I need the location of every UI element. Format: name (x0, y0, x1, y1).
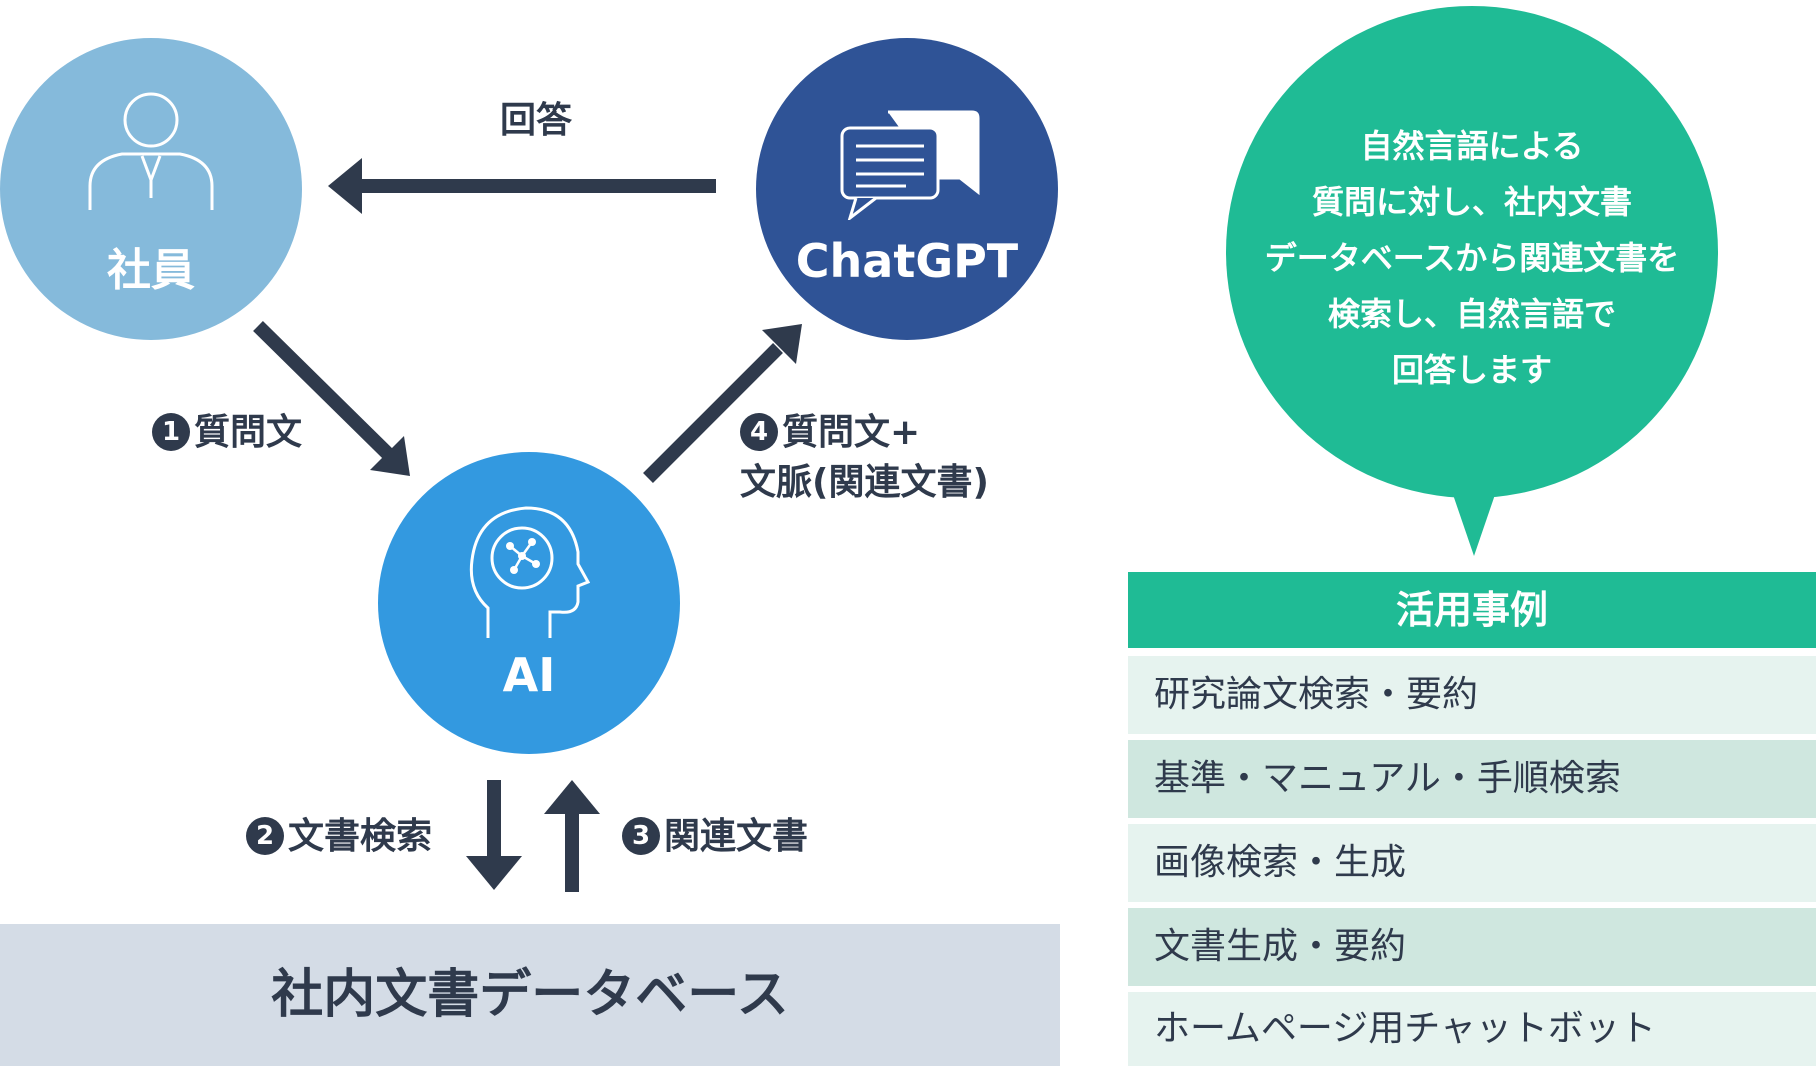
employee-label: 社員 (107, 245, 195, 296)
step2-text: 文書検索 (288, 816, 433, 857)
use-case-item: 画像検索・生成 (1128, 824, 1816, 902)
speech-bubble (1226, 6, 1718, 556)
step3-arrow (544, 780, 600, 892)
step2-arrow (466, 780, 522, 890)
bubble-line: 自然言語による (1360, 127, 1584, 165)
use-case-item: 基準・マニュアル・手順検索 (1128, 740, 1816, 818)
step3-number: 3 (622, 817, 660, 855)
ai-label: AI (502, 648, 556, 702)
answer-label: 回答 (500, 100, 573, 141)
person-icon (88, 92, 214, 210)
bubble-line: 検索し、自然言語で (1327, 295, 1616, 333)
ai-node: AI (378, 452, 680, 754)
bubble-line: 回答します (1391, 351, 1552, 389)
chat-bubbles-icon (840, 110, 980, 220)
step1-arrow (253, 321, 410, 476)
use-case-item: 文書生成・要約 (1128, 908, 1816, 986)
step1-text: 質問文 (194, 412, 303, 453)
step4-text-line1: 質問文+ (782, 412, 921, 453)
bubble-line: 質問に対し、社内文書 (1311, 183, 1632, 221)
bubble-text: 自然言語による 質問に対し、社内文書 データベースから関連文書を 検索し、自然言… (1222, 118, 1722, 398)
brain-head-icon (469, 506, 590, 638)
document-database: 社内文書データベース (0, 924, 1060, 1066)
step4-text-line2: 文脈(関連文書) (740, 462, 989, 504)
answer-arrow (328, 158, 716, 214)
use-case-item: 研究論文検索・要約 (1128, 656, 1816, 734)
use-cases-title: 活用事例 (1128, 572, 1816, 648)
chatgpt-label: ChatGPT (795, 234, 1019, 288)
step3-text: 関連文書 (664, 816, 809, 857)
step4-number: 4 (740, 413, 778, 451)
step4-arrow (643, 324, 802, 483)
step1-number: 1 (152, 413, 190, 451)
bubble-line: データベースから関連文書を (1264, 239, 1680, 277)
step2-number: 2 (246, 817, 284, 855)
employee-node: 社員 (0, 38, 302, 340)
use-case-item: ホームページ用チャットボット (1128, 992, 1816, 1066)
chatgpt-node: ChatGPT (756, 38, 1058, 340)
